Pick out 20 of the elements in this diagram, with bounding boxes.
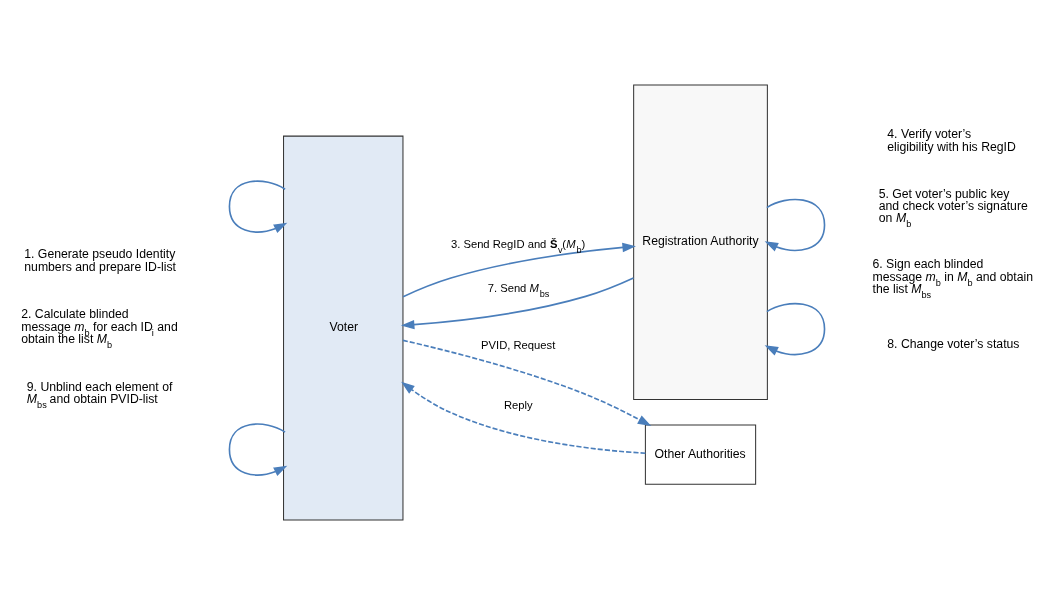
arrow [228, 179, 288, 233]
edge-label: 3. Send RegID and Š$_{v}$(M$_{b}$) [450, 237, 586, 255]
arrow [764, 198, 826, 251]
arrow [401, 381, 647, 454]
arrow [228, 422, 288, 476]
arrow [400, 276, 635, 329]
edge-label: PVID, Request [481, 338, 556, 351]
label: 4. Verify voter’s eligibility with his RegID [887, 126, 1016, 154]
label: 8. Change voter’s status [887, 336, 1020, 351]
edge-label: Reply [504, 398, 533, 411]
label: 1. Generate pseudo Identity numbers and prepare ID-list [24, 246, 176, 274]
label: 6. Sign each blinded message m$_{b}$ in M$_{b}$ and obtain the list M$_{bs}$ [872, 256, 1034, 300]
edge-label: 7. Send M$_{bs}$ [487, 281, 550, 299]
arrow [402, 339, 652, 426]
label: 2. Calculate blinded message m$_{b}$ for each ID$_{i}$ and obtain the list M$_{b}$ [21, 306, 178, 350]
label: 9. Unblind each element of M$_{bs}$ and obtain PVID-list [26, 379, 173, 410]
arrow [402, 242, 636, 297]
label: 5. Get voter’s public key and check voter’s signature on M$_{b}$ [878, 186, 1028, 229]
arrow [764, 302, 826, 356]
node-box: Other Authorities [644, 424, 757, 485]
